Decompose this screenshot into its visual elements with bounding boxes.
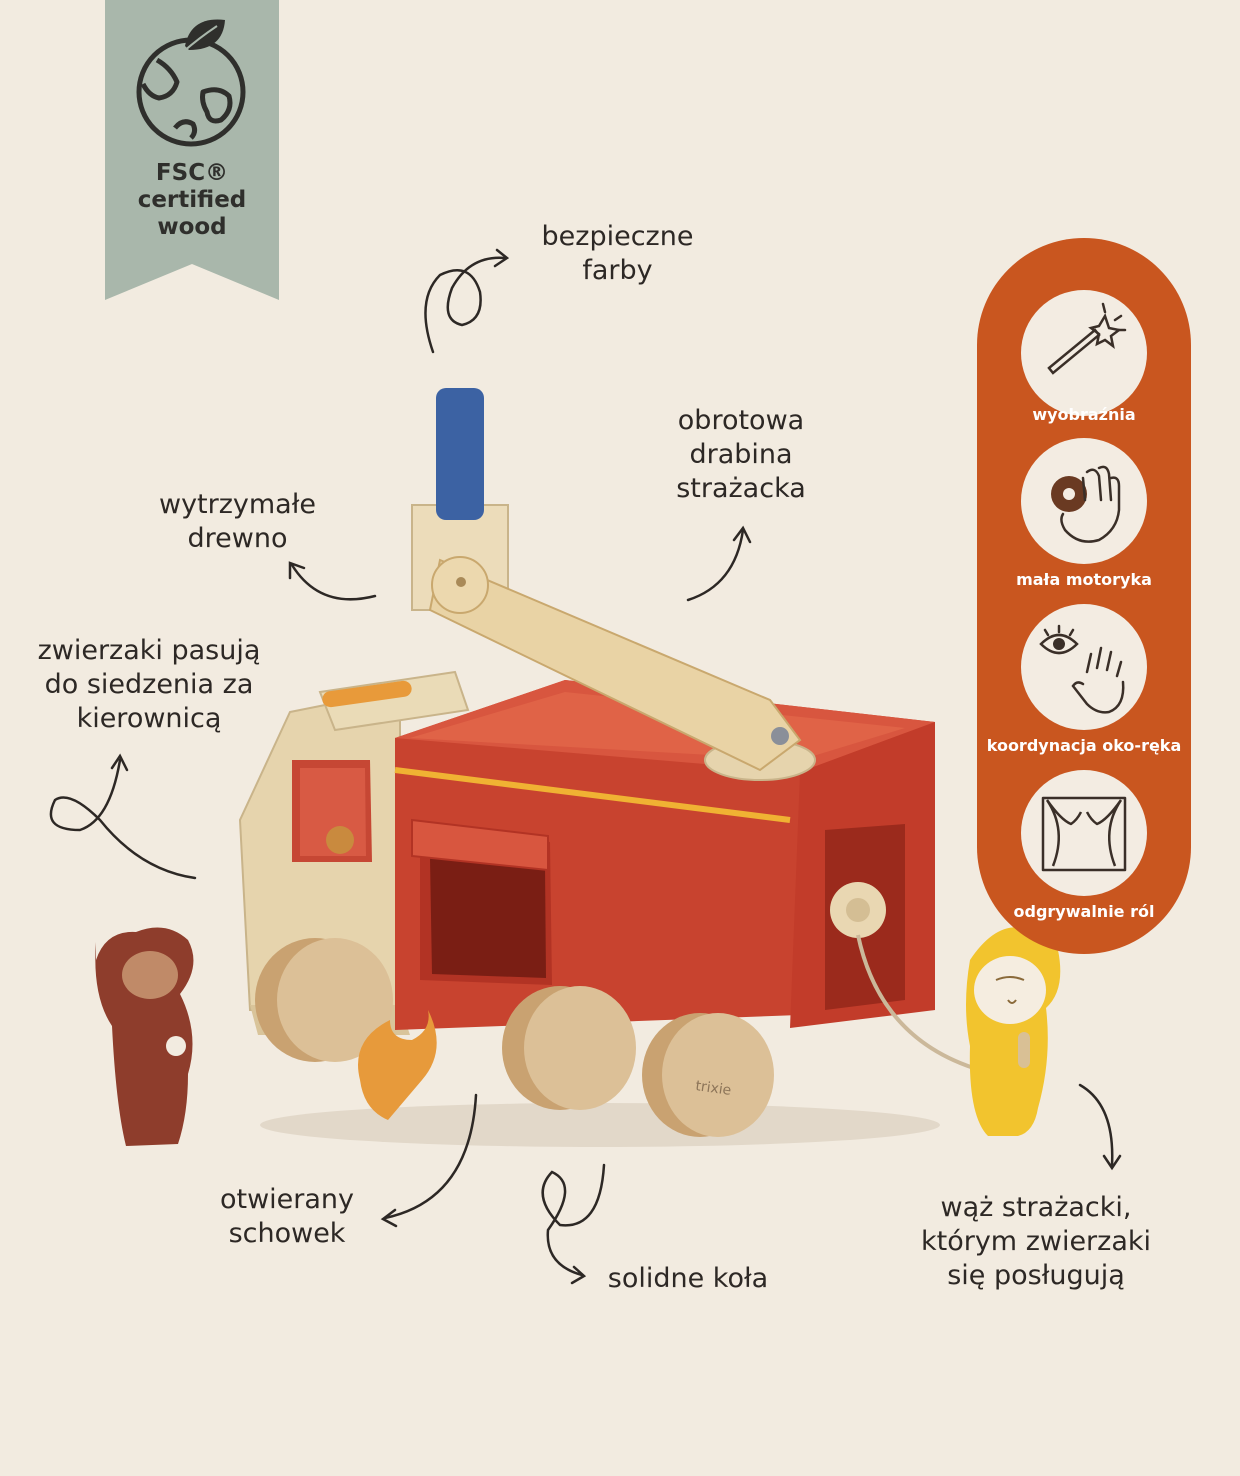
arrow-animals xyxy=(49,758,197,880)
benefit-role-play-circle xyxy=(1021,770,1147,896)
eye-hand-icon xyxy=(1039,624,1125,714)
benefit-imagination-circle xyxy=(1021,290,1147,416)
arrow-hose-head xyxy=(1102,1154,1122,1171)
arrow-ladder-head xyxy=(732,525,752,544)
fsc-badge: FSC® certified wood xyxy=(105,0,279,300)
bear-figurine xyxy=(95,927,194,1146)
arrow-storage xyxy=(383,1093,478,1220)
callout-safe-paints: bezpieczne farby xyxy=(541,221,694,286)
arrow-animals-head xyxy=(110,753,129,772)
arrow-wheels-head xyxy=(570,1265,587,1285)
truck-body xyxy=(394,680,935,1030)
flame-piece xyxy=(358,1010,437,1120)
callout-durable-wood: wytrzymałe drewno xyxy=(158,489,317,554)
hand-donut-icon xyxy=(1051,465,1121,543)
hose-rope xyxy=(856,934,981,1072)
arrow-wood-head xyxy=(288,561,306,580)
benefit-fine-motor-label: mała motoryka xyxy=(1016,570,1152,589)
callout-rotating-ladder: obrotowa drabina strażacka xyxy=(676,405,806,504)
magic-wand-icon xyxy=(1047,302,1127,375)
callout-animals-seat: zwierzaki pasują do siedzenia za kierown… xyxy=(37,635,261,734)
theater-curtain-icon xyxy=(1041,796,1127,872)
arrow-storage-head xyxy=(380,1208,398,1228)
arrow-ladder xyxy=(686,528,745,602)
callout-fire-hose: wąż strażacki, którym zwierzaki się posł… xyxy=(920,1192,1152,1291)
benefits-panel: wyobraźnia mała motoryka xyxy=(977,238,1191,954)
arrow-wood xyxy=(290,563,377,601)
benefit-imagination-label: wyobraźnia xyxy=(1032,405,1136,424)
benefit-role-play-label: odgrywalnie ról xyxy=(1013,902,1155,921)
fsc-badge-text: FSC® certified wood xyxy=(137,160,247,240)
floor-shadow xyxy=(260,1103,940,1147)
arrow-wheels xyxy=(541,1163,606,1277)
globe-leaf-icon xyxy=(136,19,246,147)
arrow-hose xyxy=(1078,1083,1114,1167)
benefit-eye-hand-label: koordynacja oko-ręka xyxy=(986,736,1182,755)
wheels: trixie xyxy=(255,938,774,1137)
arrow-paints-head xyxy=(493,248,510,268)
callout-storage: otwierany schowek xyxy=(219,1184,355,1249)
benefit-eye-hand-circle xyxy=(1021,604,1147,730)
arrow-paints xyxy=(424,256,507,354)
callout-solid-wheels: solidne koła xyxy=(607,1263,769,1294)
callout-arrows xyxy=(49,248,1122,1285)
wheel-brand-text: trixie xyxy=(694,1078,732,1099)
rotating-ladder xyxy=(411,388,816,781)
lion-figurine xyxy=(966,927,1061,1136)
benefit-fine-motor-circle xyxy=(1021,438,1147,564)
